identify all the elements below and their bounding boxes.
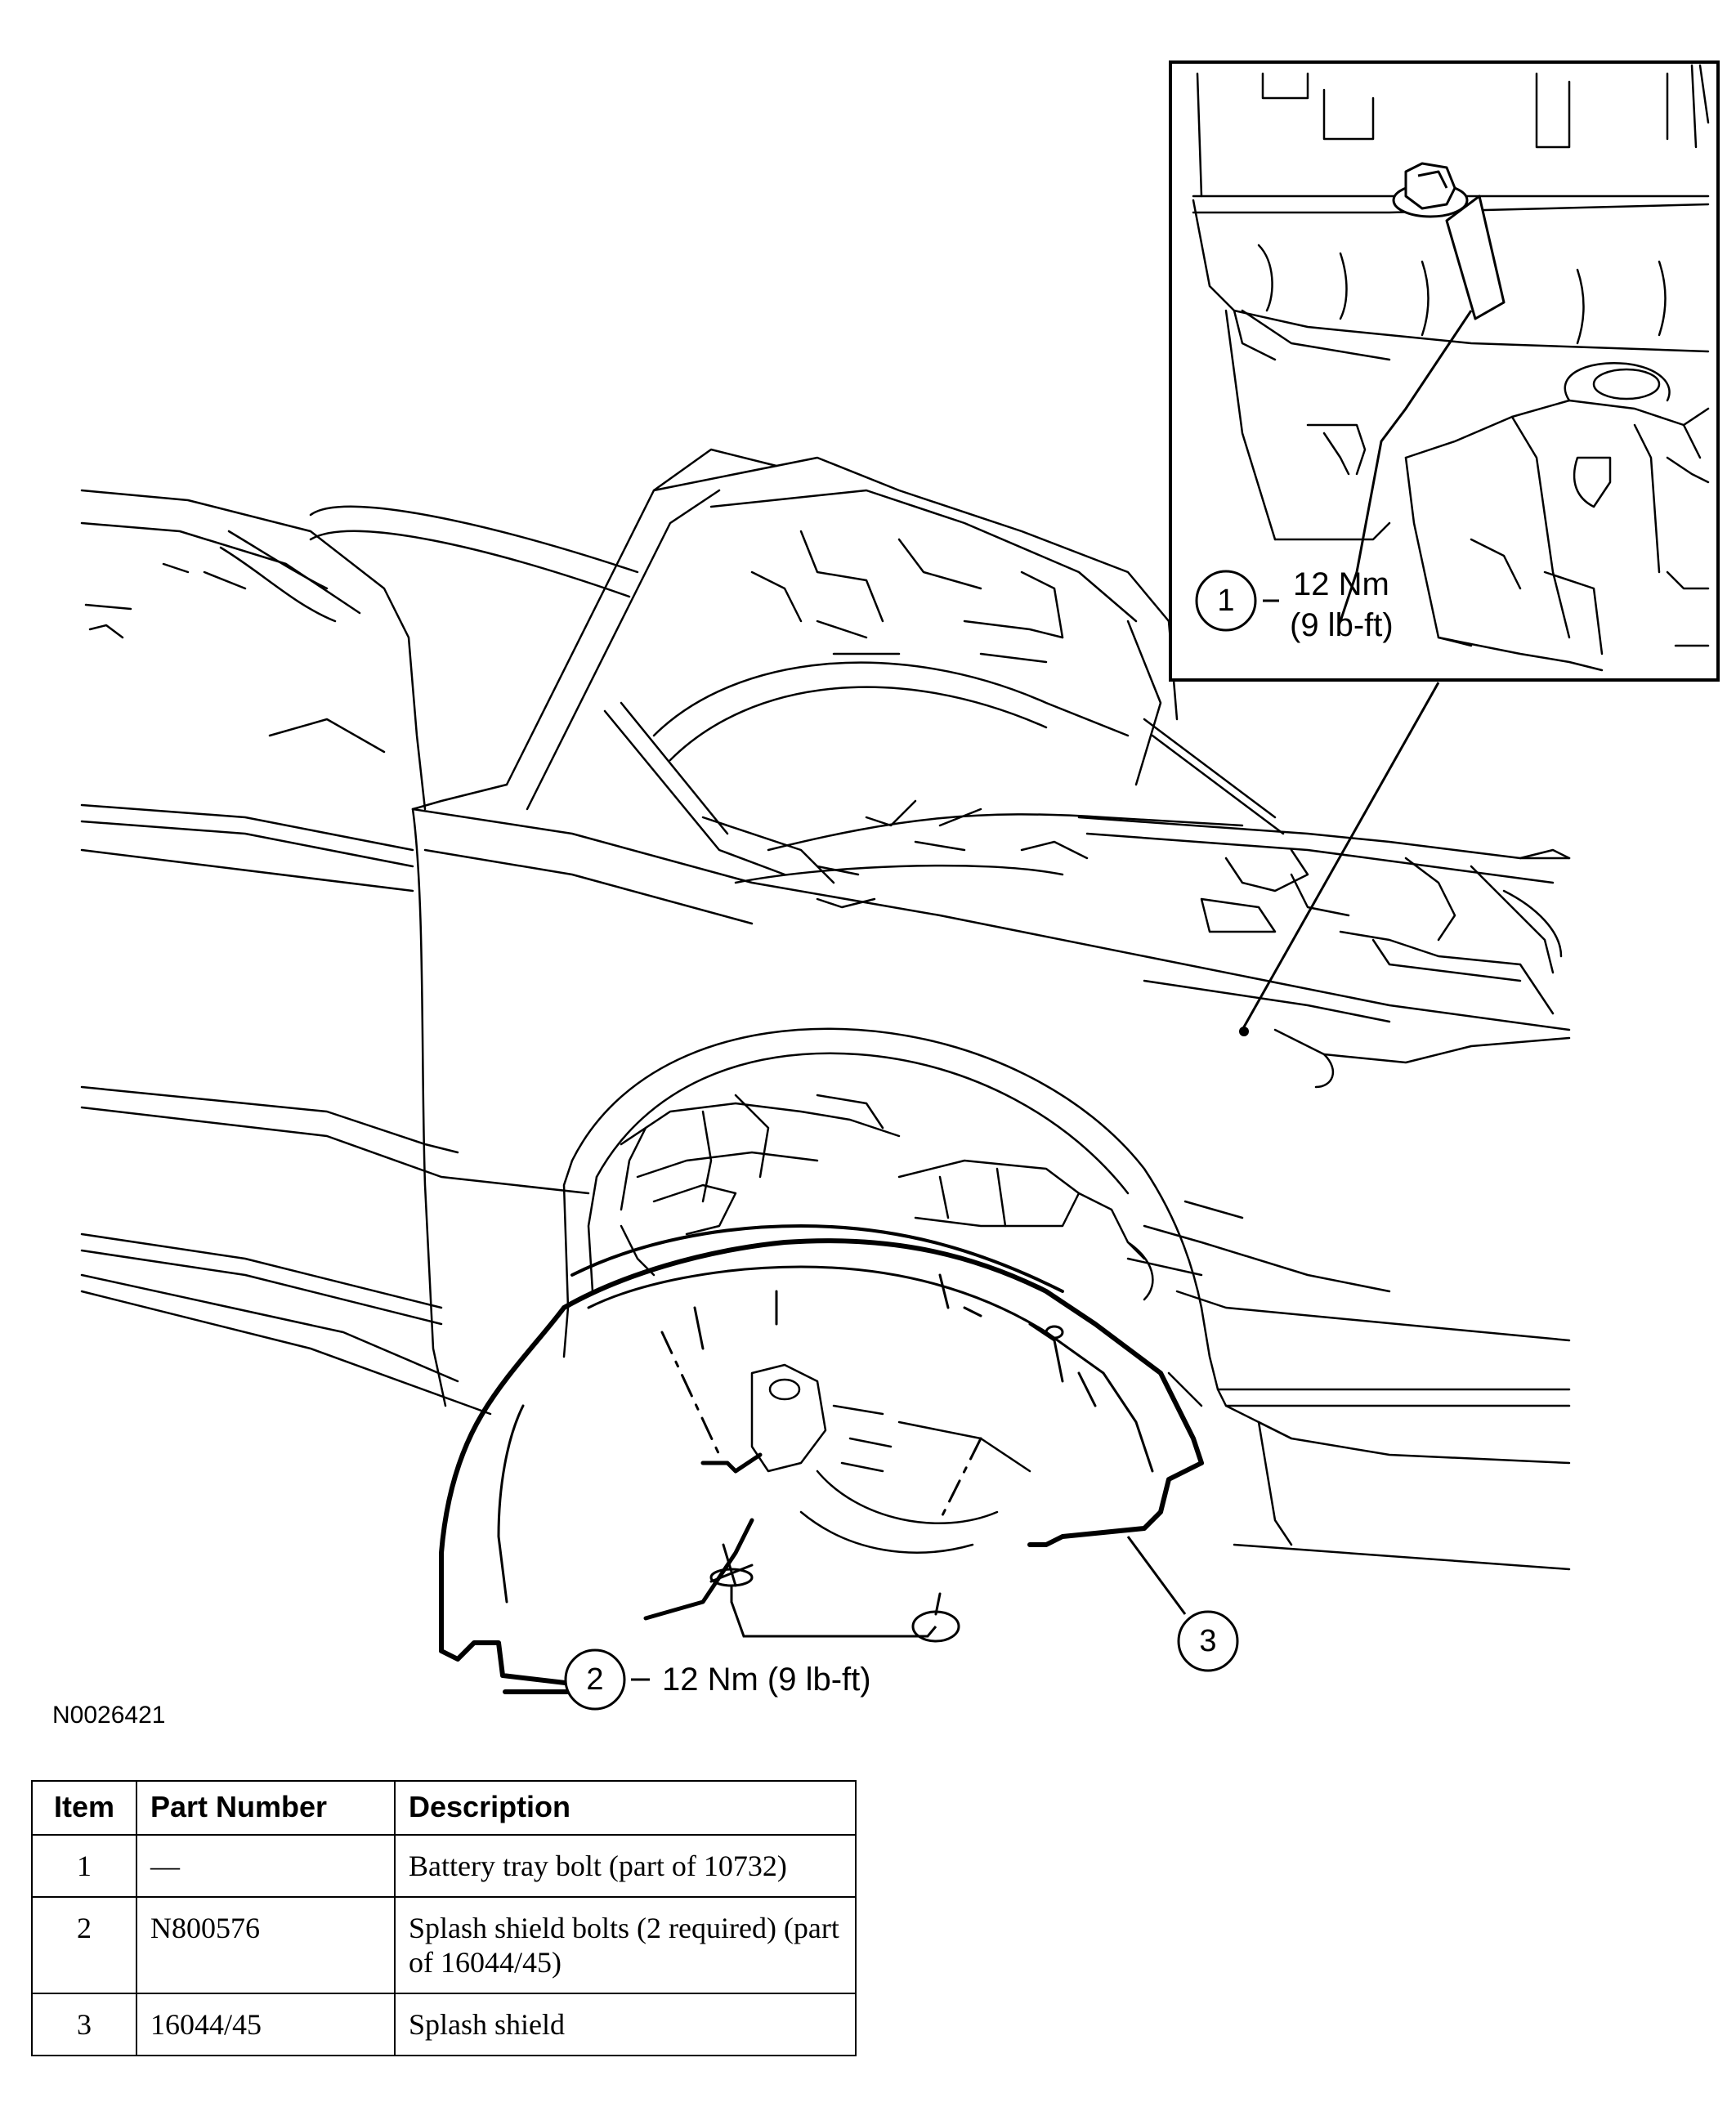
row-description: Splash shield — [394, 1993, 857, 2056]
table-row: 3 16044/45 Splash shield — [31, 1993, 857, 2056]
callout-1-leader-dot — [1239, 1027, 1249, 1036]
callout-2-torque: 12 Nm (9 lb-ft) — [662, 1662, 871, 1698]
parts-table: Item Part Number Description 1 — Battery… — [31, 1780, 857, 2056]
row-item: 2 — [31, 1896, 137, 1994]
vehicle-illustration: 1 12 Nm (9 lb-ft) 2 12 Nm (9 lb-ft) 3 — [80, 60, 1720, 1711]
figure-id: N0026421 — [52, 1702, 166, 1729]
header-item: Item — [31, 1780, 137, 1836]
table-row: 1 — Battery tray bolt (part of 10732) — [31, 1834, 857, 1898]
row-part-number: — — [136, 1834, 396, 1898]
row-description: Battery tray bolt (part of 10732) — [394, 1834, 857, 1898]
row-item: 1 — [31, 1834, 137, 1898]
callout-2-number: 2 — [586, 1662, 603, 1697]
row-description: Splash shield bolts (2 required) (part o… — [394, 1896, 857, 1994]
table-row: 2 N800576 Splash shield bolts (2 require… — [31, 1896, 857, 1994]
parts-table-header-row: Item Part Number Description — [31, 1780, 857, 1836]
callout-1-torque-nm: 12 Nm — [1293, 566, 1389, 602]
header-description: Description — [394, 1780, 857, 1836]
row-part-number: 16044/45 — [136, 1993, 396, 2056]
splash-shield-bolts-drawing — [660, 1331, 982, 1643]
callout-2-circle — [564, 1649, 626, 1711]
callout-1-torque-lbft: (9 lb-ft) — [1290, 607, 1394, 643]
callout-3-circle — [1177, 1610, 1239, 1672]
vehicle-body-lineart — [80, 448, 1571, 1571]
callout-2-bracket — [730, 1601, 937, 1638]
row-item: 3 — [31, 1993, 137, 2056]
callout-1: 1 12 Nm (9 lb-ft) — [1195, 566, 1394, 643]
callout-3-leader-line — [1126, 1536, 1187, 1615]
row-part-number: N800576 — [136, 1896, 396, 1994]
splash-shield-drawing — [439, 1224, 1204, 1694]
callout-2: 2 12 Nm (9 lb-ft) — [564, 1601, 937, 1711]
callout-1-number: 1 — [1217, 584, 1234, 618]
battery-tray-inset — [1169, 60, 1720, 682]
callout-1-circle — [1195, 570, 1257, 632]
callout-3-number: 3 — [1199, 1624, 1216, 1658]
callout-1-leader-line — [1241, 682, 1440, 1031]
callout-3: 3 — [1126, 1536, 1239, 1672]
header-part-number: Part Number — [136, 1780, 396, 1836]
